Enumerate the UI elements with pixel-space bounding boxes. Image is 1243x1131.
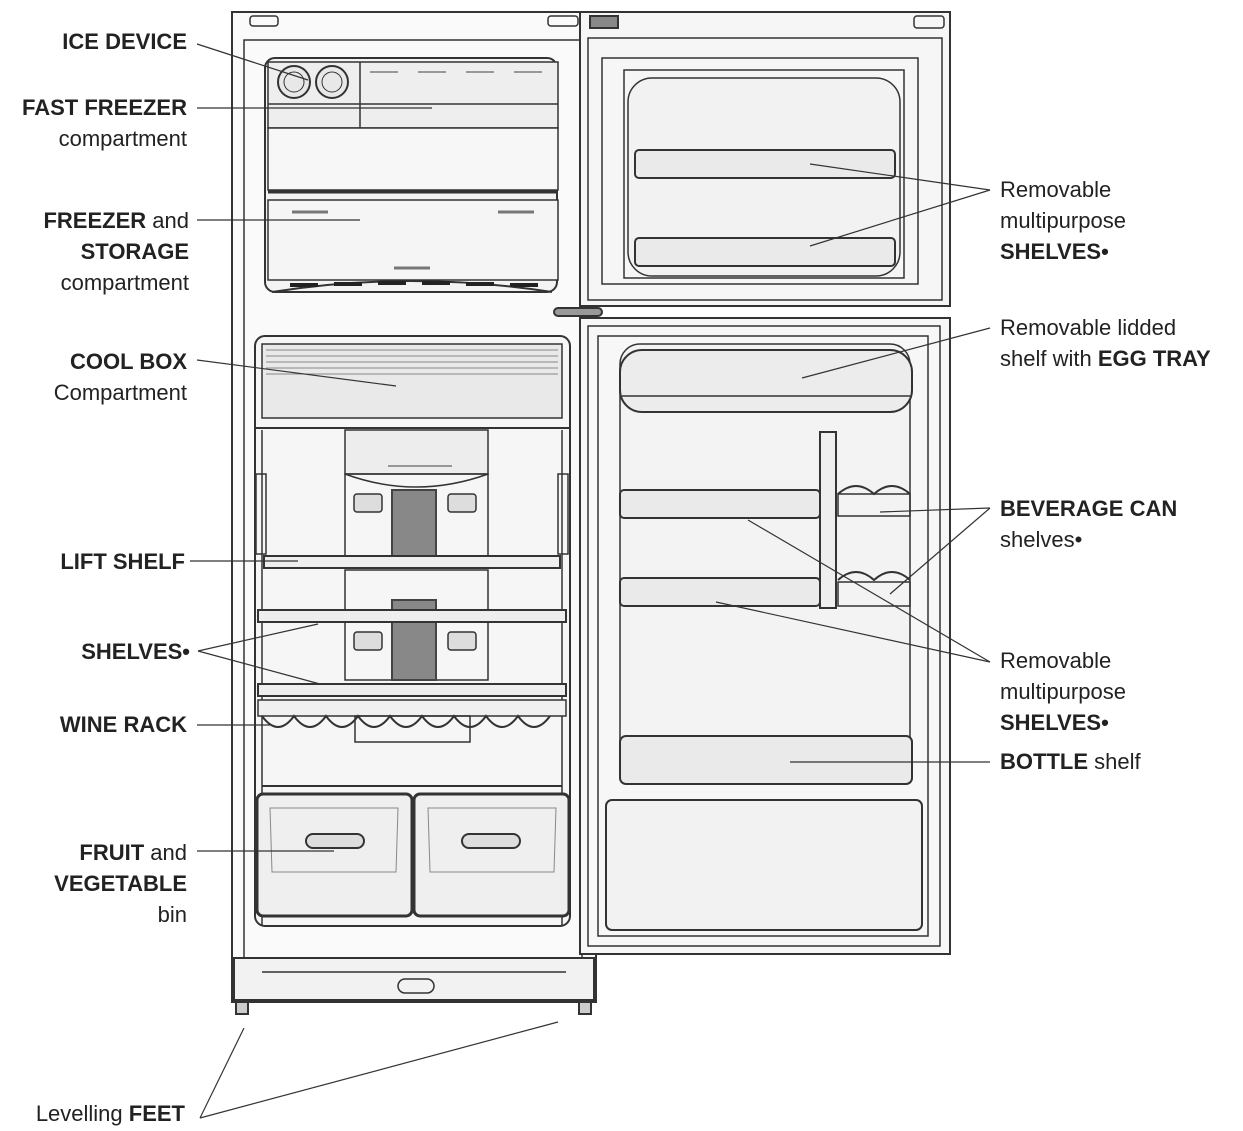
freezer-door	[553, 11, 951, 317]
leader-ice-device	[196, 43, 309, 81]
label-removable-bottom-title: SHELVES•	[1000, 710, 1109, 735]
label-ice-device: ICE DEVICE	[62, 26, 187, 57]
cabinet-base	[233, 957, 595, 1001]
leader-shelves-lower	[197, 650, 321, 685]
label-freezer-storage: FREEZER and STORAGE compartment	[43, 205, 189, 298]
label-bottle-sub: shelf	[1088, 749, 1141, 774]
leader-feet-left	[199, 1027, 245, 1119]
label-levelling-feet: Levelling FEET	[36, 1098, 185, 1129]
label-freezer-storage-sub: compartment	[60, 270, 189, 295]
label-bottle-title: BOTTLE	[1000, 749, 1088, 774]
label-wine-rack: WINE RACK	[60, 709, 187, 740]
label-lift-shelf: LIFT SHELF	[60, 546, 185, 577]
leader-beverage-2	[889, 507, 991, 595]
label-removable-top-line2: multipurpose	[1000, 208, 1126, 233]
label-wine-rack-text: WINE RACK	[59, 712, 187, 737]
label-bottle-shelf: BOTTLE shelf	[1000, 746, 1141, 777]
label-freezer-title: FREEZER	[43, 208, 147, 233]
label-cool-box-title: COOL BOX	[70, 349, 187, 374]
label-beverage-can: BEVERAGE CAN shelves•	[1000, 493, 1177, 555]
label-fast-freezer-sub: compartment	[58, 126, 187, 151]
label-cool-box: COOL BOX Compartment	[54, 346, 187, 408]
label-egg-tray-title: EGG TRAY	[1097, 346, 1211, 371]
label-freezer-and: and	[146, 208, 189, 233]
leader-egg-tray	[801, 327, 991, 379]
label-shelves: SHELVES•	[81, 636, 190, 667]
label-removable-top-title: SHELVES•	[1000, 239, 1109, 264]
label-fast-freezer: FAST FREEZER compartment	[22, 92, 187, 154]
label-feet-text: FEET	[128, 1101, 185, 1126]
label-removable-shelves-bottom: Removable multipurpose SHELVES•	[1000, 645, 1126, 738]
leader-shelves-bottom-2	[715, 601, 991, 663]
label-fruit-and: and	[144, 840, 187, 865]
label-removable-bottom-line2: multipurpose	[1000, 679, 1126, 704]
label-beverage-sub: shelves•	[1000, 527, 1083, 552]
label-egg-tray-line1: Removable lidded	[1000, 315, 1177, 340]
label-egg-tray-line2: shelf with	[1000, 346, 1098, 371]
leader-shelves-top-1	[809, 163, 991, 191]
leader-shelves-upper	[197, 623, 319, 652]
label-beverage-title: BEVERAGE CAN	[1000, 496, 1178, 521]
label-levelling-text: Levelling	[35, 1101, 129, 1126]
label-lift-shelf-text: LIFT SHELF	[60, 549, 185, 574]
leader-beverage-1	[879, 507, 991, 513]
label-removable-top-line1: Removable	[1000, 177, 1112, 202]
label-fruit-veg: FRUIT and VEGETABLE bin	[54, 837, 187, 930]
label-storage-title: STORAGE	[80, 239, 189, 264]
label-fruit-title: FRUIT	[79, 840, 145, 865]
leader-shelves-top-2	[809, 189, 991, 247]
label-removable-bottom-line1: Removable	[1000, 648, 1112, 673]
fridge-door	[579, 317, 951, 955]
label-removable-shelves-top: Removable multipurpose SHELVES•	[1000, 174, 1126, 267]
label-ice-device-text: ICE DEVICE	[62, 29, 187, 54]
leader-lines	[190, 43, 991, 1119]
label-fruit-veg-sub: bin	[157, 902, 187, 927]
leader-cool-box	[196, 359, 397, 387]
label-shelves-text: SHELVES•	[81, 639, 190, 664]
leader-shelves-bottom-1	[747, 519, 991, 663]
fridge-interior	[254, 335, 571, 927]
label-egg-tray: Removable lidded shelf with EGG TRAY	[1000, 312, 1211, 374]
label-cool-box-sub: Compartment	[53, 380, 187, 405]
levelling-feet	[235, 1001, 592, 1015]
freezer-interior	[264, 57, 559, 293]
leader-feet-right	[199, 1021, 559, 1119]
label-fast-freezer-title: FAST FREEZER	[21, 95, 187, 120]
label-vegetable-title: VEGETABLE	[54, 871, 187, 896]
